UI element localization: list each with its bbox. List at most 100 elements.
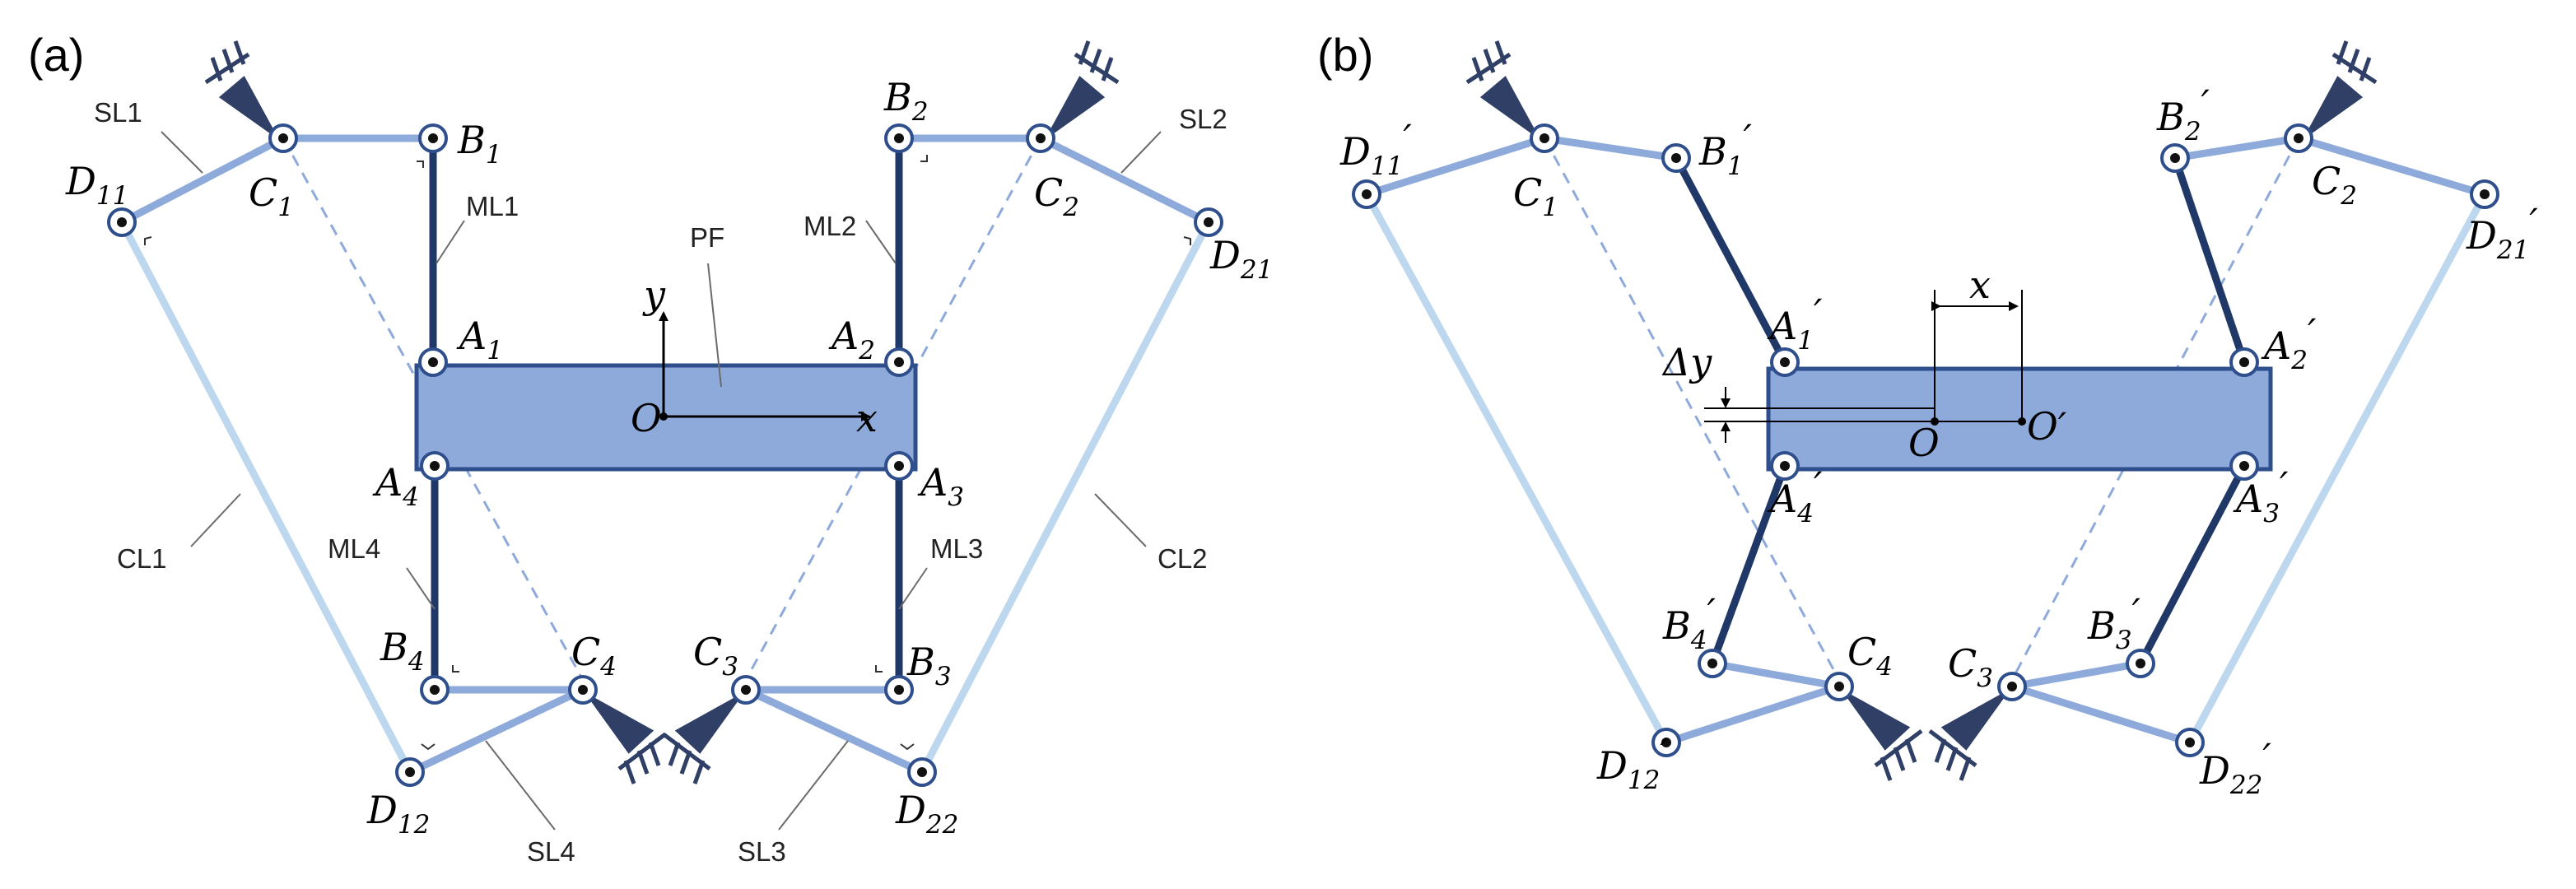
joint-a4-b — [1770, 451, 1800, 481]
joint-d21 — [1194, 207, 1223, 237]
callout-cl1: CL1 — [117, 543, 167, 574]
coordinate-frame-a: x y O — [631, 272, 878, 440]
joint-b2-b — [2160, 143, 2190, 173]
joint-d12 — [395, 757, 425, 787]
joints-a — [107, 123, 1223, 787]
origin-dot-b — [1931, 417, 1939, 426]
label-d22: D22 — [895, 788, 958, 840]
callout-ml2: ML2 — [804, 211, 856, 241]
joint-c4 — [568, 675, 598, 705]
label-a4-b: A4′ — [1767, 463, 1823, 528]
joint-d11 — [107, 207, 137, 237]
label-d21: D21 — [1209, 233, 1273, 285]
panel-b: (b) — [1317, 29, 2538, 800]
joint-c1-b — [1530, 123, 1559, 153]
joint-c3-b — [1997, 672, 2027, 701]
dim-labels-b: x Δy O O′ — [1661, 263, 2067, 465]
joint-d22-b — [2175, 728, 2205, 757]
label-b4: B4 — [380, 625, 425, 677]
callout-ml1: ML1 — [466, 191, 519, 221]
displacement-dims-b — [1704, 290, 2023, 443]
label-a3-b: A3′ — [2233, 463, 2289, 528]
point-labels-b: B1′ C1 D11′ A1′ A4′ B4′ C4 D12′ B2′ C2 D… — [1339, 81, 2538, 800]
origin-label: O — [631, 396, 662, 440]
label-c1: C1 — [249, 170, 294, 222]
label-a2-b: A2′ — [2261, 310, 2317, 375]
callout-cl2: CL2 — [1158, 543, 1208, 574]
dashed-diagonals-a — [282, 137, 1042, 681]
joint-b3-b — [2126, 649, 2155, 678]
joint-a4 — [420, 451, 450, 481]
link-sl4-a — [406, 686, 587, 776]
label-b3: B3 — [906, 640, 952, 691]
panel-a: (a) — [28, 29, 1273, 867]
label-c1-b: C1 — [1513, 170, 1558, 222]
joint-b1 — [418, 123, 448, 153]
label-a4: A4 — [372, 460, 419, 512]
label-b2-b: B2′ — [2156, 81, 2210, 147]
link-sl2-a — [1036, 134, 1213, 226]
dim-dy-label: Δy — [1661, 340, 1712, 384]
joint-d22 — [907, 757, 937, 787]
callouts-a: SL1 SL2 ML1 ML2 PF CL1 CL2 ML4 ML3 SL4 S… — [94, 97, 1227, 867]
joint-b4-b — [1698, 649, 1727, 678]
label-a3: A3 — [917, 460, 964, 512]
leader-lines-a — [161, 131, 1162, 831]
label-d21-b: D21′ — [2466, 200, 2538, 265]
panel-a-label: (a) — [28, 29, 84, 81]
callout-ml4: ML4 — [328, 533, 380, 564]
axis-x-label: x — [856, 396, 878, 440]
connecting-links-a — [118, 218, 1213, 776]
joint-c2 — [1026, 123, 1055, 153]
joint-a1-b — [1770, 347, 1800, 377]
callout-sl1: SL1 — [94, 97, 142, 128]
callout-sl4: SL4 — [527, 836, 575, 867]
link-sl1-a — [118, 134, 287, 226]
callout-ml3: ML3 — [930, 533, 983, 564]
short-links-b — [1363, 134, 2489, 747]
callout-sl3: SL3 — [738, 836, 786, 867]
joint-a2-b — [2229, 347, 2259, 377]
dim-x-label: x — [1969, 263, 1991, 307]
label-d12-b: D12′ — [1596, 730, 1669, 795]
label-b1-b: B1′ — [1698, 116, 1753, 181]
joints-b — [1352, 123, 2499, 757]
joint-d21-b — [2470, 179, 2499, 209]
joint-c1 — [268, 123, 298, 153]
label-b4-b: B4′ — [1662, 590, 1717, 655]
joint-b2 — [884, 123, 914, 153]
connecting-links-b — [1363, 190, 2489, 747]
joint-a2 — [884, 347, 914, 377]
label-a2: A2 — [828, 314, 875, 365]
joint-b3 — [884, 675, 914, 705]
joint-d12-b — [1651, 728, 1681, 757]
joint-a3 — [884, 451, 914, 481]
main-links-b — [1673, 156, 2248, 666]
joint-b4 — [420, 675, 450, 705]
label-a1-b: A1′ — [1767, 291, 1823, 356]
point-labels-a: B1 C1 D11 A1 A4 B4 C4 D12 B2 C2 D21 A2 A… — [65, 75, 1273, 840]
origin-moved-dot-b — [2018, 417, 2026, 426]
label-a1: A1 — [456, 314, 503, 365]
label-c3-b: C3 — [1948, 641, 1993, 693]
link-sl3-a — [742, 686, 926, 776]
link-cl1 — [118, 218, 414, 776]
callout-sl2: SL2 — [1179, 104, 1227, 134]
label-b3-b: B3′ — [2087, 590, 2141, 655]
right-angle-marks-a — [144, 155, 1191, 751]
joint-c2-b — [2284, 123, 2313, 153]
ground-symbols-b — [1465, 40, 2378, 781]
joint-b1-b — [1661, 143, 1691, 173]
joint-c4-b — [1824, 672, 1854, 701]
dim-origin-label: O — [1908, 421, 1940, 465]
label-d12: D12 — [366, 788, 430, 840]
joint-d11-b — [1352, 179, 1381, 209]
axis-y-label: y — [642, 272, 666, 317]
link-cl2 — [918, 218, 1213, 776]
label-c2: C2 — [1034, 170, 1079, 222]
callout-pf: PF — [690, 222, 724, 253]
panel-b-label: (b) — [1317, 29, 1373, 81]
label-c4: C4 — [571, 630, 617, 682]
joint-c3 — [731, 675, 761, 705]
